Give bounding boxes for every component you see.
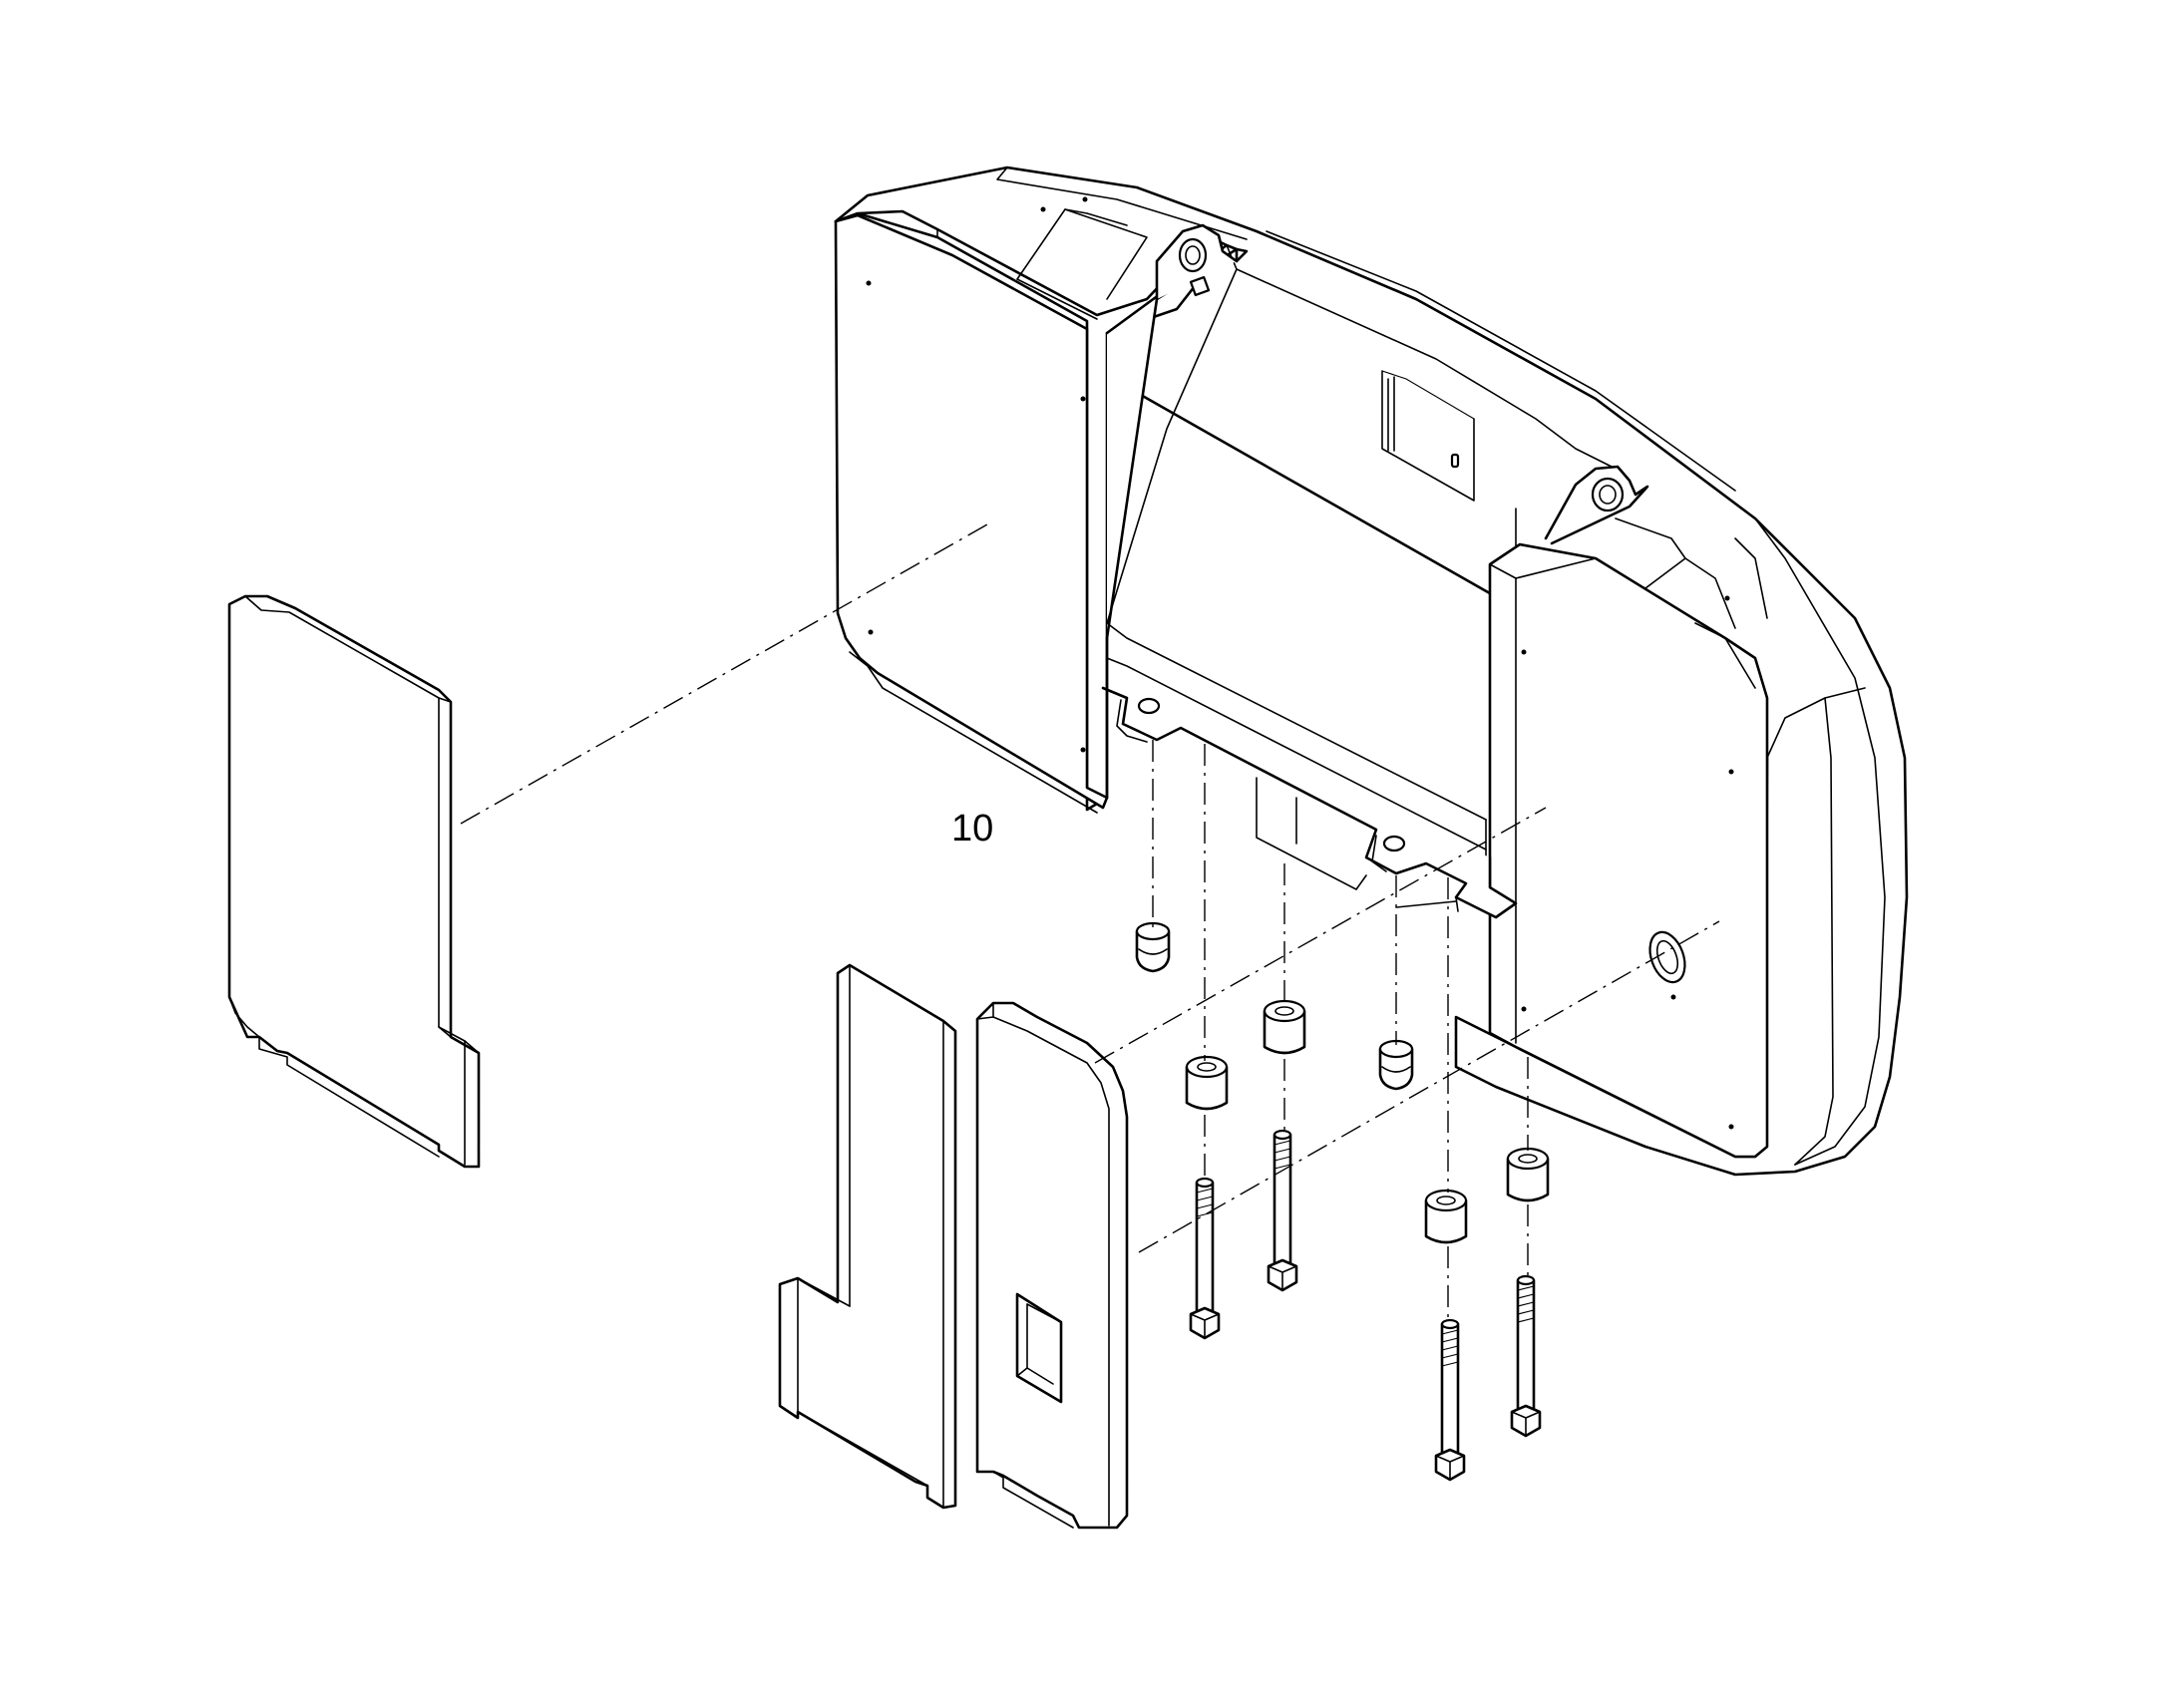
bolt-2	[1267, 1129, 1298, 1292]
bushing-cap-1	[1135, 921, 1171, 973]
insert-plate-l-shaped	[778, 963, 957, 1510]
bushing-cap-2	[1378, 1039, 1414, 1091]
insert-plate-with-window	[975, 1001, 1129, 1530]
side-plate-left	[227, 594, 481, 1169]
spacer-1	[1185, 1055, 1229, 1111]
counterweight-body	[834, 166, 1909, 1177]
spacer-2	[1263, 999, 1306, 1055]
spacer-3	[1424, 1189, 1468, 1244]
part-callout-label: 10	[951, 808, 994, 850]
assembly-axis-lines	[460, 523, 1720, 1322]
bolt-1	[1189, 1177, 1221, 1340]
bolt-4	[1510, 1274, 1542, 1438]
bolt-3	[1434, 1318, 1466, 1482]
spacer-4	[1506, 1147, 1550, 1202]
